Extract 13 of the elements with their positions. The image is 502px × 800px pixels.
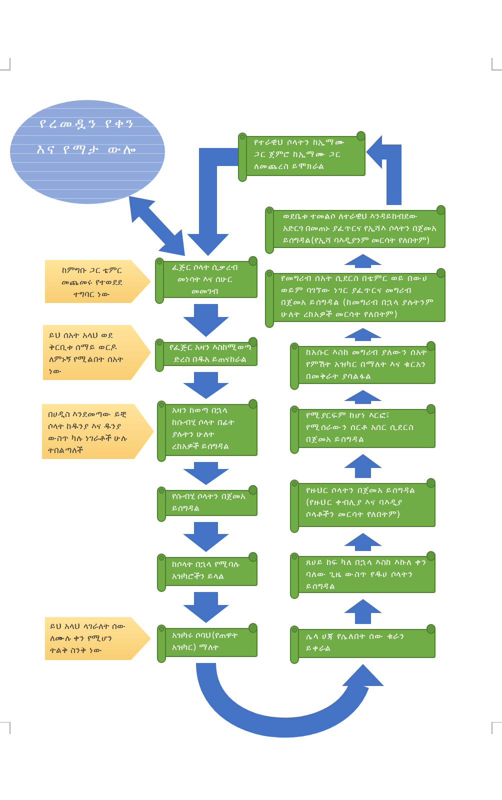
block-arrow xyxy=(344,599,382,624)
pentagon-callout: በሀዲስ እንደመጣው ይቺ ሶላት ከዱንያ እና ዱንያ ውስጥ ካሉ ነገራቶች ሁሉ ትበልጣለች xyxy=(42,404,154,459)
pentagon-callout: ከምግቡ ጋር ቴምር መጨመሩ የተወደደ ተግባር ነው xyxy=(45,260,151,303)
pentagon-callout: ይህ ሰአት አላህ ወደ ቅርቢቱ ሰማይ ወርዶ ለምኑኝ የሚልበት ሰአት ነው xyxy=(43,325,151,380)
block-arrow xyxy=(344,533,382,551)
block-arrow xyxy=(344,454,382,478)
title-oval: የረመዷን የቀን እና የማታ ውሎ xyxy=(10,100,165,204)
elbow-arrow xyxy=(187,148,238,256)
block-arrow xyxy=(344,390,382,404)
pentagon-callout: ይህ አላህ ላገራለት ሰው ለሙሉ ቀን የሚሆን ትልቅ ስንቅ ነው xyxy=(45,617,151,660)
block-arrow xyxy=(344,328,382,341)
block-arrow xyxy=(344,254,382,268)
block-arrow xyxy=(183,462,229,485)
